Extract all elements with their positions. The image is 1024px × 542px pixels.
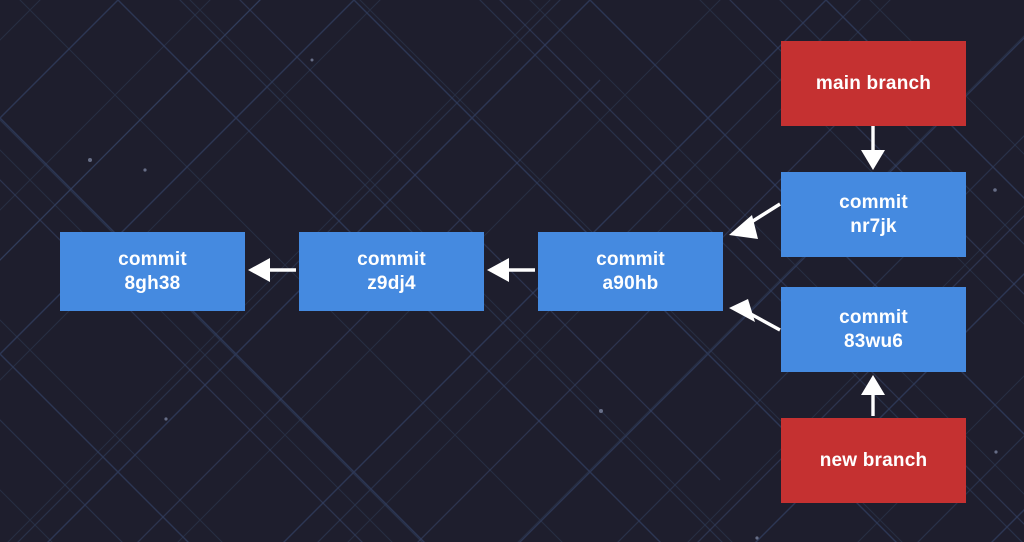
- node-commit-nr7jk-label: commit nr7jk: [839, 191, 908, 237]
- edge-newbranch-to-83wu6-arrow: [861, 375, 885, 416]
- node-commit-a90hb[interactable]: commit a90hb: [538, 232, 723, 311]
- node-commit-z9dj4[interactable]: commit z9dj4: [299, 232, 484, 311]
- edge-main-to-nr7jk-arrow: [861, 126, 885, 170]
- edge-a90hb-to-z9dj4-arrow: [487, 258, 535, 282]
- edge-nr7jk-to-a90hb-arrow: [729, 202, 781, 239]
- node-new-branch[interactable]: new branch: [781, 418, 966, 503]
- node-commit-83wu6[interactable]: commit 83wu6: [781, 287, 966, 372]
- node-commit-8gh38[interactable]: commit 8gh38: [60, 232, 245, 311]
- edge-z9dj4-to-8gh38-arrow: [248, 258, 296, 282]
- node-main-branch-label: main branch: [815, 72, 932, 94]
- node-commit-z9dj4-label: commit z9dj4: [357, 248, 426, 294]
- edge-83wu6-to-a90hb-arrow: [729, 299, 781, 332]
- node-commit-83wu6-label: commit 83wu6: [839, 306, 908, 352]
- node-commit-a90hb-label: commit a90hb: [596, 248, 665, 294]
- node-commit-8gh38-label: commit 8gh38: [118, 248, 187, 294]
- node-new-branch-label: new branch: [819, 449, 928, 471]
- node-main-branch[interactable]: main branch: [781, 41, 966, 126]
- node-commit-nr7jk[interactable]: commit nr7jk: [781, 172, 966, 257]
